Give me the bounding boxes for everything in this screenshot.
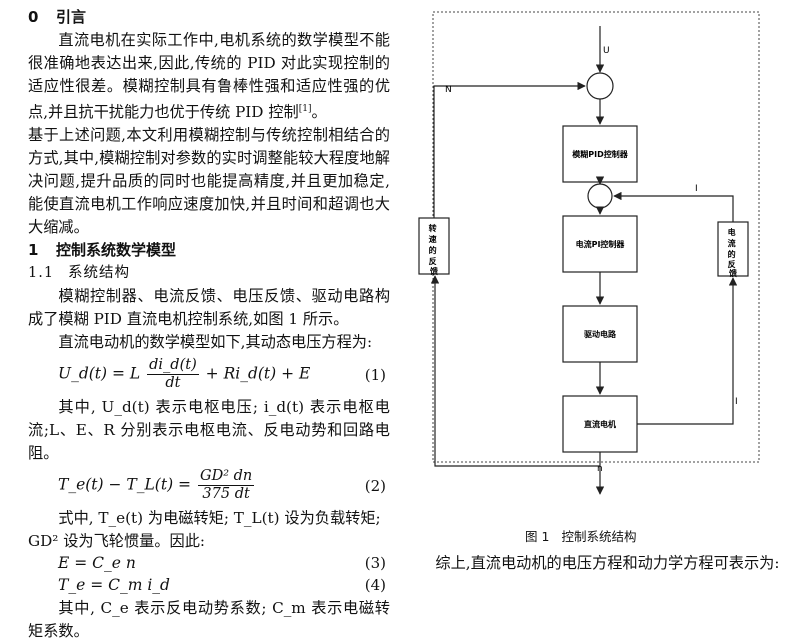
- model-paragraph: 直流电动机的数学模型如下,其动态电压方程为:: [58, 333, 373, 352]
- section-title: 控制系统数学模型: [56, 241, 177, 260]
- structure-paragraph: 模糊控制器、电流反馈、电压反馈、驱动电路构成了模糊 PID 直流电机控制系统,如…: [28, 287, 390, 329]
- eq1-lhs: U_d(t) = L: [58, 364, 141, 383]
- figure-caption: 图 1 控制系统结构: [525, 526, 636, 545]
- eq1-denominator: dt: [165, 375, 181, 392]
- equation-4: T_e = C_m i_d (4): [28, 575, 390, 597]
- eq2-explanation-1: 式中, T_e(t) 为电磁转矩; T_L(t) 设为负载转矩;: [58, 509, 381, 528]
- citation: [1]: [298, 104, 312, 114]
- current-feedback-upper-path: [613, 191, 734, 222]
- eq1-numerator: di_d(t): [147, 357, 199, 376]
- drive-circuit-label: 驱动电路: [584, 329, 617, 339]
- eq2-lhs: T_e(t) − T_L(t) =: [58, 475, 192, 494]
- speed-feedback-lower-path: [430, 275, 600, 467]
- figure-caption-text: 控制系统结构: [561, 529, 637, 544]
- current-pi-label: 电流PI控制器: [576, 239, 626, 249]
- summing-junction-1: [586, 72, 614, 100]
- current-feedback-i-label: I: [695, 184, 698, 194]
- input-label: U: [603, 46, 610, 56]
- dc-motor-label: 直流电机: [584, 419, 616, 429]
- section-1-heading: 1 控制系统数学模型: [28, 239, 390, 262]
- summing-junction-2: [587, 183, 613, 209]
- output-label: n: [597, 464, 603, 474]
- intro-paragraph-2: 基于上述问题,本文利用模糊控制与传统控制相结合的方式,其中,模糊控制对参数的实时…: [28, 126, 390, 237]
- equation-3: E = C_e n (3): [28, 553, 390, 575]
- eq1-rhs: + Ri_d(t) + E: [205, 364, 311, 383]
- subsection-title: 系统结构: [68, 265, 130, 282]
- eq2-denominator: 375 dt: [202, 486, 250, 503]
- section-title: 引言: [56, 8, 87, 26]
- fuzzy-pid-block: [562, 125, 638, 183]
- current-feedback-lower-path: [637, 277, 738, 425]
- eq2-explanation-2: GD² 设为飞轮惯量。因此:: [28, 532, 206, 551]
- speed-feedback-n-label: N: [445, 85, 452, 95]
- eq2-numerator: GD² dn: [197, 468, 255, 487]
- section-number: 0: [28, 8, 39, 26]
- right-column: U 模糊PID控制器 电流PI控制器 驱动电路 直流电机 n 转 速: [405, 6, 785, 596]
- eq1-number: (1): [364, 366, 386, 385]
- figure-number: 图 1: [525, 529, 550, 544]
- subsection-number: 1.1: [28, 265, 55, 282]
- drive-circuit-block: [562, 305, 638, 363]
- eq2-number: (2): [364, 477, 386, 496]
- fuzzy-pid-label: 模糊PID控制器: [572, 149, 628, 159]
- speed-feedback-upper-path: [433, 81, 586, 218]
- eq4-explanation: 其中, C_e 表示反电动势系数; C_m 表示电磁转矩系数。: [28, 599, 390, 641]
- section-number: 1: [28, 241, 39, 260]
- eq3-body: E = C_e n: [58, 554, 136, 573]
- speed-feedback-label: 转 速 的 反 馈: [429, 223, 440, 276]
- eq1-explanation: 其中, U_d(t) 表示电枢电压; i_d(t) 表示电枢电流;L、E、R 分…: [28, 398, 390, 463]
- intro-paragraph-1: 直流电机在实际工作中,电机系统的数学模型不能很准确地表达出来,因此,传统的 PI…: [28, 29, 390, 124]
- section-0-heading: 0 引言: [28, 6, 390, 29]
- intro-text: 直流电机在实际工作中,电机系统的数学模型不能很准确地表达出来,因此,传统的 PI…: [28, 31, 390, 122]
- control-system-diagram: U 模糊PID控制器 电流PI控制器 驱动电路 直流电机 n 转 速: [418, 11, 760, 495]
- eq3-number: (3): [364, 554, 386, 573]
- current-feedback-label: 电 流 的 反 馈: [728, 227, 739, 278]
- eq1-fraction: di_d(t)dt: [147, 357, 199, 392]
- dc-motor-block: [562, 395, 638, 453]
- current-feedback-motor-label: I: [735, 397, 738, 407]
- section-1-1-heading: 1.1 系统结构: [28, 262, 390, 285]
- intro-text-end: 。: [311, 103, 327, 122]
- summary-paragraph: 综上,直流电动机的电压方程和动力学方程可表示为:: [435, 554, 780, 572]
- left-column: 0 引言 直流电机在实际工作中,电机系统的数学模型不能很准确地表达出来,因此,传统…: [28, 6, 390, 643]
- eq4-body: T_e = C_m i_d: [58, 576, 170, 595]
- right-text-block: 综上,直流电动机的电压方程和动力学方程可表示为:: [405, 552, 785, 575]
- equation-1: U_d(t) = L di_d(t)dt + Ri_d(t) + E (1): [28, 354, 390, 396]
- eq4-number: (4): [364, 576, 386, 595]
